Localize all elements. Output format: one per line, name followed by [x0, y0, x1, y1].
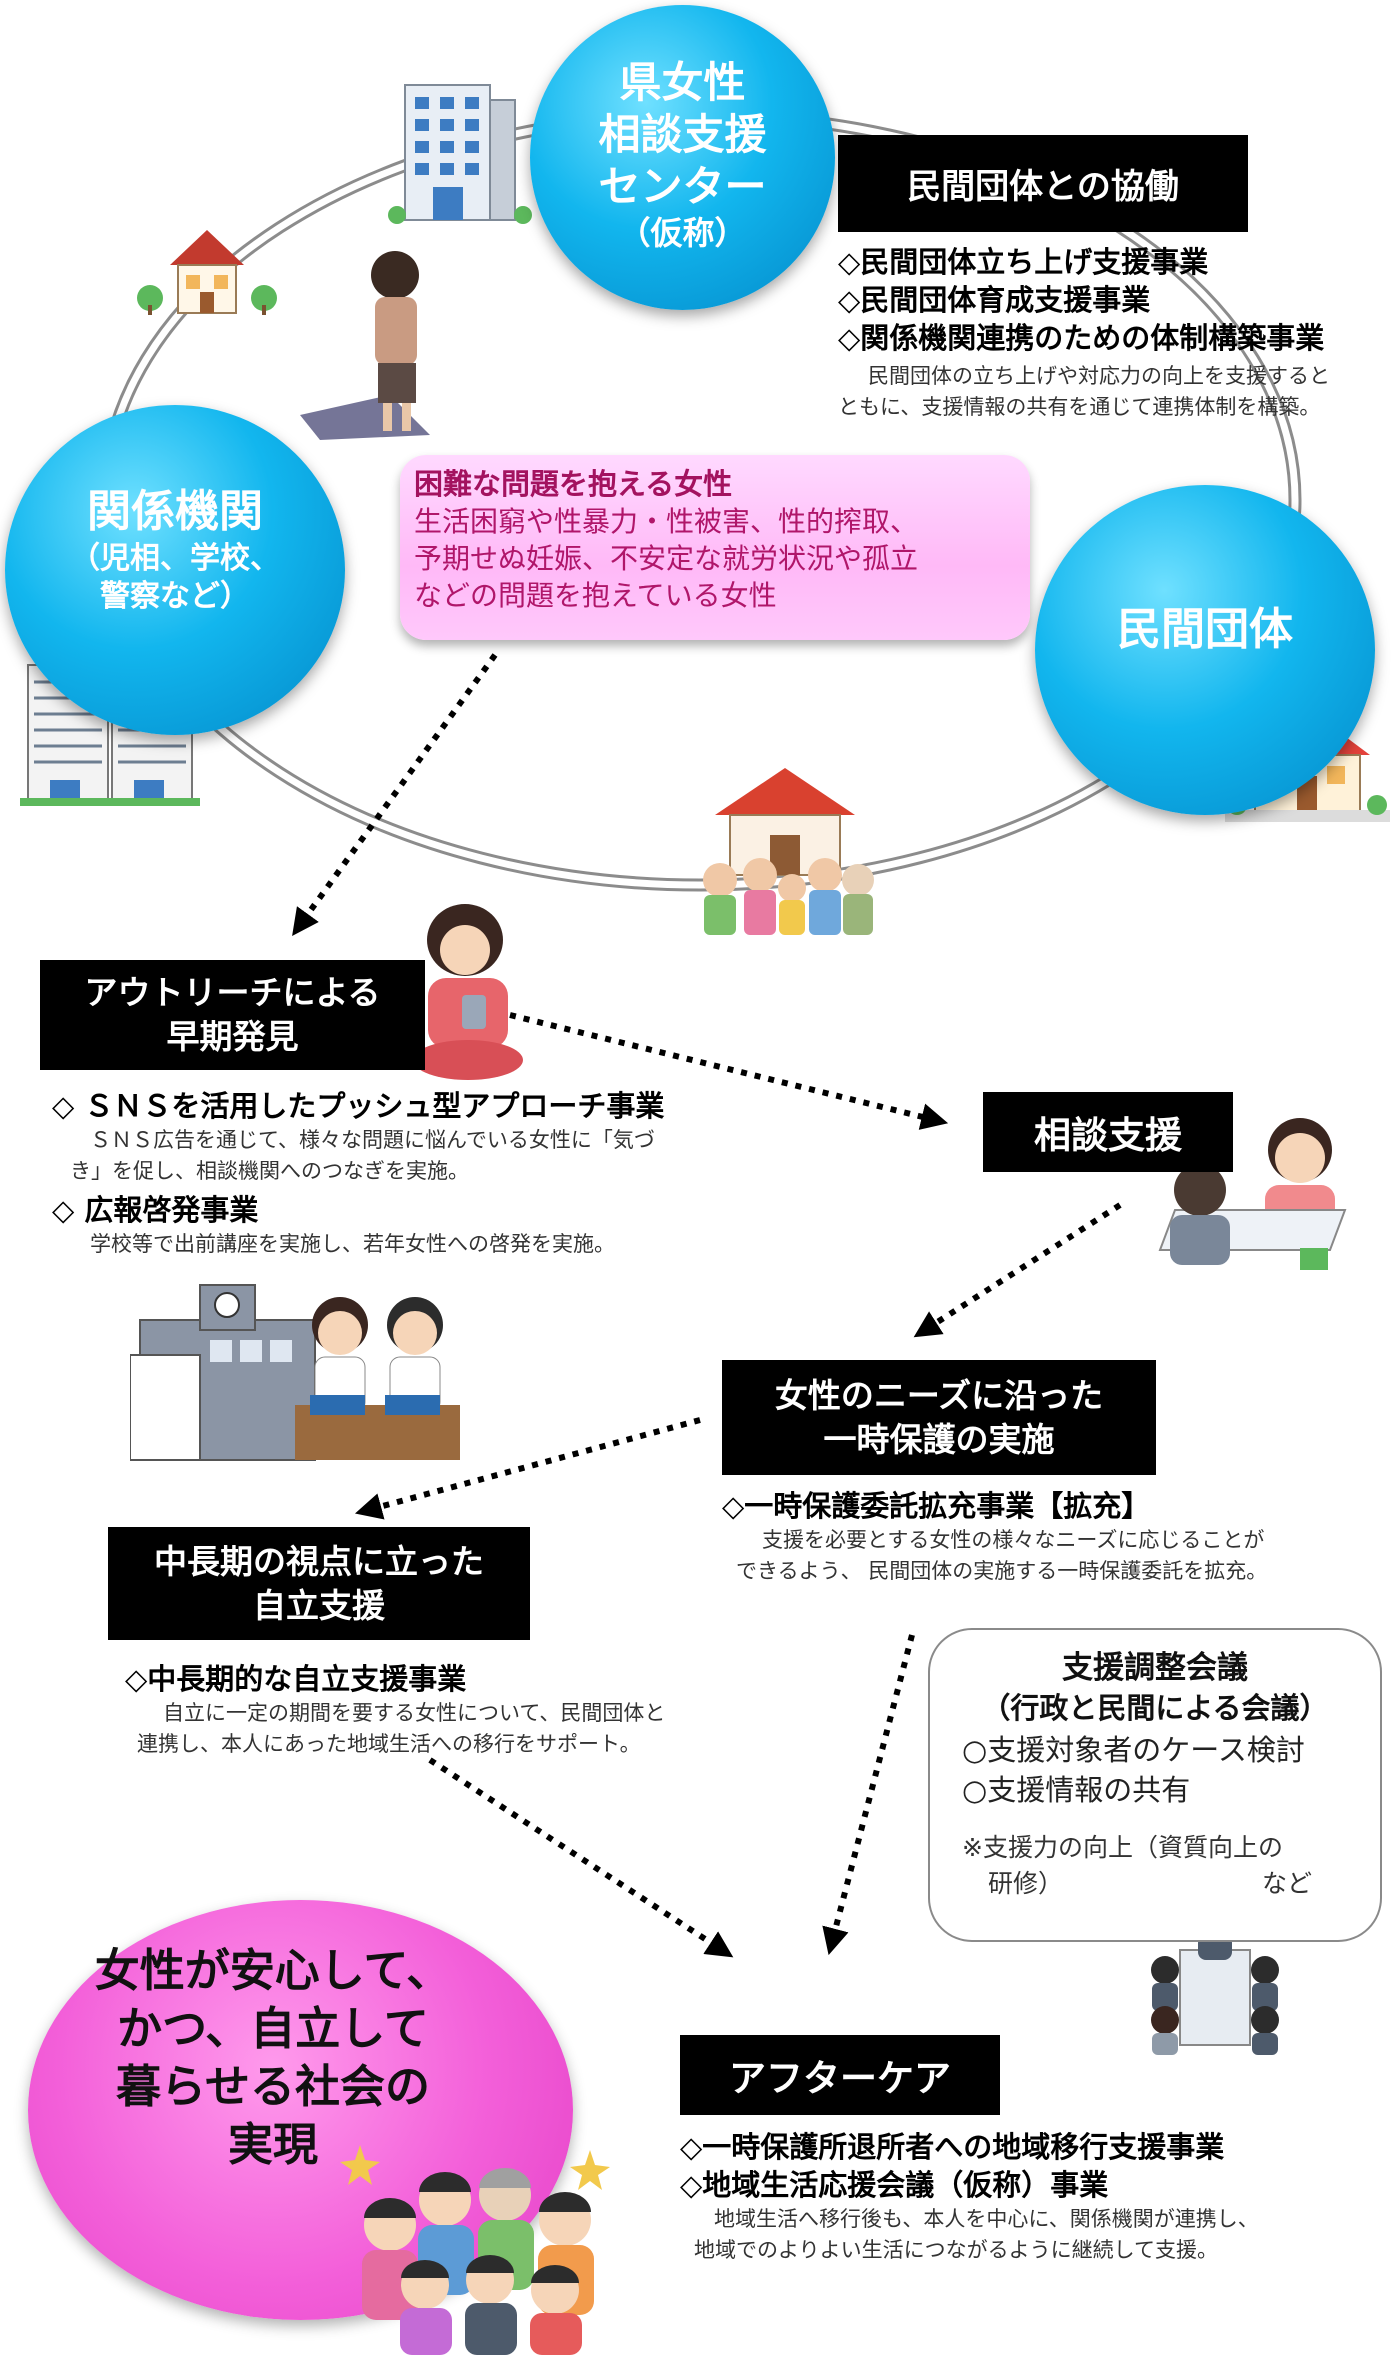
collaboration-desc-1: 民間団体の立ち上げや対応力の向上を支援すると: [868, 364, 1330, 388]
arrow-longterm-to-aftercare: [428, 1757, 734, 1958]
support-coordination-meeting-box: 支援調整会議 （行政と民間による会議） ○支援対象者のケース検討 ○支援情報の共…: [928, 1628, 1382, 1942]
women-title: 困難な問題を抱える女性: [414, 467, 733, 501]
collaboration-item-3: ◇関係機関連携のための体制構築事業: [838, 321, 1325, 355]
longterm-item: ◇中長期的な自立支援事業: [125, 1662, 467, 1696]
collaboration-item-2: ◇民間団体育成支援事業: [838, 283, 1151, 317]
meeting-note-tail: など: [1262, 1869, 1313, 1898]
arrow-shelter-to-aftercare: [822, 1634, 915, 1956]
goal-line-3: 暮らせる社会の: [115, 2060, 431, 2113]
woman-with-smartphone-icon: [413, 904, 523, 1080]
related-agencies-sub-2: 警察など）: [100, 579, 250, 614]
related-agencies-circle: 関係機関 （児相、学校、 警察など）: [5, 405, 345, 735]
goal-line-1: 女性が安心して、: [94, 1944, 452, 1997]
aftercare-details: ◇一時保護所退所者への地域移行支援事業 ◇地域生活応援会議（仮称）事業 地域生活…: [680, 2128, 1380, 2266]
collaboration-header-text: 民間団体との協働: [907, 167, 1179, 207]
center-line-2: 相談支援: [598, 109, 767, 159]
related-agencies-title: 関係機関: [87, 486, 263, 537]
arrow-women-to-outreach: [292, 653, 498, 936]
longterm-header-line-1: 中長期の視点に立った: [154, 1541, 484, 1581]
collaboration-items: ◇民間団体立ち上げ支援事業 ◇民間団体育成支援事業 ◇関係機関連携のための体制構…: [838, 243, 1393, 423]
prefectural-support-center-circle: 県女性 相談支援 センター （仮称）: [530, 5, 835, 310]
happy-crowd-icon: [340, 2145, 610, 2355]
outreach-desc-1a: ＳＮＳ広告を通じて、様々な問題に悩んでいる女性に「気づ: [90, 1128, 655, 1152]
school-students-icon: [130, 1284, 460, 1461]
women-line-3: などの問題を抱えている女性: [414, 579, 777, 612]
longterm-header-line-2: 自立支援: [253, 1585, 385, 1625]
longterm-details: ◇中長期的な自立支援事業 自立に一定の期間を要する女性について、民間団体と 連携…: [125, 1660, 775, 1760]
arrow-consult-to-shelter: [913, 1202, 1122, 1338]
women-with-difficulties-box: 困難な問題を抱える女性 生活困窮や性暴力・性被害、性的搾取、 予期せぬ妊娠、不安…: [400, 455, 1030, 640]
center-subtitle: （仮称）: [618, 213, 747, 252]
center-line-1: 県女性: [619, 57, 746, 107]
longterm-header: 中長期の視点に立った 自立支援: [108, 1527, 530, 1640]
private-organizations-circle: 民間団体: [1035, 485, 1375, 815]
longterm-desc-2: 連携し、本人にあった地域生活への移行をサポート。: [137, 1732, 641, 1756]
aftercare-item-1: ◇一時保護所退所者への地域移行支援事業: [680, 2130, 1225, 2164]
shelter-desc-1: 支援を必要とする女性の様々なニーズに応じることが: [762, 1528, 1265, 1552]
aftercare-desc-2: 地域でのよりよい生活につながるように継続して支援。: [694, 2238, 1218, 2262]
meeting-note-2: 研修）: [988, 1869, 1064, 1898]
arrow-outreach-to-consult: [509, 1012, 949, 1130]
outreach-item-1: ◇ ＳＮＳを活用したプッシュ型アプローチ事業: [52, 1089, 665, 1123]
outreach-details: ◇ ＳＮＳを活用したプッシュ型アプローチ事業 ＳＮＳ広告を通じて、様々な問題に悩…: [52, 1087, 772, 1260]
outreach-header-line-1: アウトリーチによる: [84, 973, 381, 1012]
shelter-header-line-2: 一時保護の実施: [823, 1419, 1055, 1459]
arrow-shelter-to-longterm: [354, 1417, 701, 1520]
women-line-2: 予期せぬ妊娠、不安定な就労状況や孤立: [414, 542, 919, 575]
meeting-item-1: ○支援対象者のケース検討: [962, 1733, 1305, 1767]
meeting-item-2: ○支援情報の共有: [962, 1773, 1191, 1807]
private-organizations-title: 民間団体: [1117, 604, 1293, 655]
collaboration-header: 民間団体との協働: [838, 135, 1248, 232]
related-agencies-sub-1: （児相、学校、: [70, 541, 280, 576]
goal-circle: 女性が安心して、 かつ、自立して 暮らせる社会の 実現: [28, 1900, 573, 2320]
aftercare-header: アフターケア: [680, 2035, 1000, 2115]
outreach-desc-1b: き」を促し、相談機関へのつなぎを実施。: [70, 1159, 469, 1183]
aftercare-header-text: アフターケア: [729, 2057, 951, 2100]
goal-line-4: 実現: [227, 2118, 318, 2171]
outreach-header-line-2: 早期発見: [166, 1017, 299, 1056]
women-line-1: 生活困窮や性暴力・性被害、性的搾取、: [414, 505, 919, 538]
consultation-scene-icon: [1158, 1118, 1347, 1270]
meeting-note-1: ※支援力の向上（資質向上の: [962, 1833, 1283, 1862]
shelter-item: ◇一時保護委託拡充事業【拡充】: [722, 1489, 1151, 1523]
woman-walking-icon: [300, 251, 430, 440]
meeting-title-2: （行政と民間による会議）: [981, 1691, 1329, 1725]
collaboration-item-1: ◇民間団体立ち上げ支援事業: [838, 245, 1209, 279]
family-house-icon: [703, 768, 874, 935]
shelter-header-line-1: 女性のニーズに沿った: [774, 1375, 1104, 1415]
shelter-details: ◇一時保護委託拡充事業【拡充】 支援を必要とする女性の様々なニーズに応じることが…: [722, 1487, 1382, 1587]
collaboration-desc-2: ともに、支援情報の共有を通じて連携体制を構築。: [838, 395, 1321, 419]
shelter-header: 女性のニーズに沿った 一時保護の実施: [722, 1360, 1156, 1475]
outreach-item-2: ◇ 広報啓発事業: [52, 1193, 259, 1227]
longterm-desc-1: 自立に一定の期間を要する女性について、民間団体と: [163, 1701, 666, 1725]
outreach-desc-2: 学校等で出前講座を実施し、若年女性への啓発を実施。: [90, 1232, 615, 1256]
outreach-header: アウトリーチによる 早期発見: [40, 960, 425, 1070]
aftercare-item-2: ◇地域生活応援会議（仮称）事業: [680, 2168, 1109, 2202]
goal-line-2: かつ、自立して: [117, 2002, 429, 2055]
consultation-header-text: 相談支援: [1034, 1114, 1182, 1157]
consultation-header: 相談支援: [983, 1092, 1233, 1172]
goal-text: 女性が安心して、 かつ、自立して 暮らせる社会の 実現: [28, 1942, 518, 2174]
shelter-desc-2: できるよう、 民間団体の実施する一時保護委託を拡充。: [736, 1559, 1268, 1583]
meeting-title-1: 支援調整会議: [1062, 1650, 1248, 1686]
center-line-3: センター: [598, 161, 767, 211]
office-building-icon: [388, 84, 532, 224]
house-icon: [137, 230, 277, 315]
aftercare-desc-1: 地域生活へ移行後も、本人を中心に、関係機関が連携し、: [714, 2207, 1259, 2231]
